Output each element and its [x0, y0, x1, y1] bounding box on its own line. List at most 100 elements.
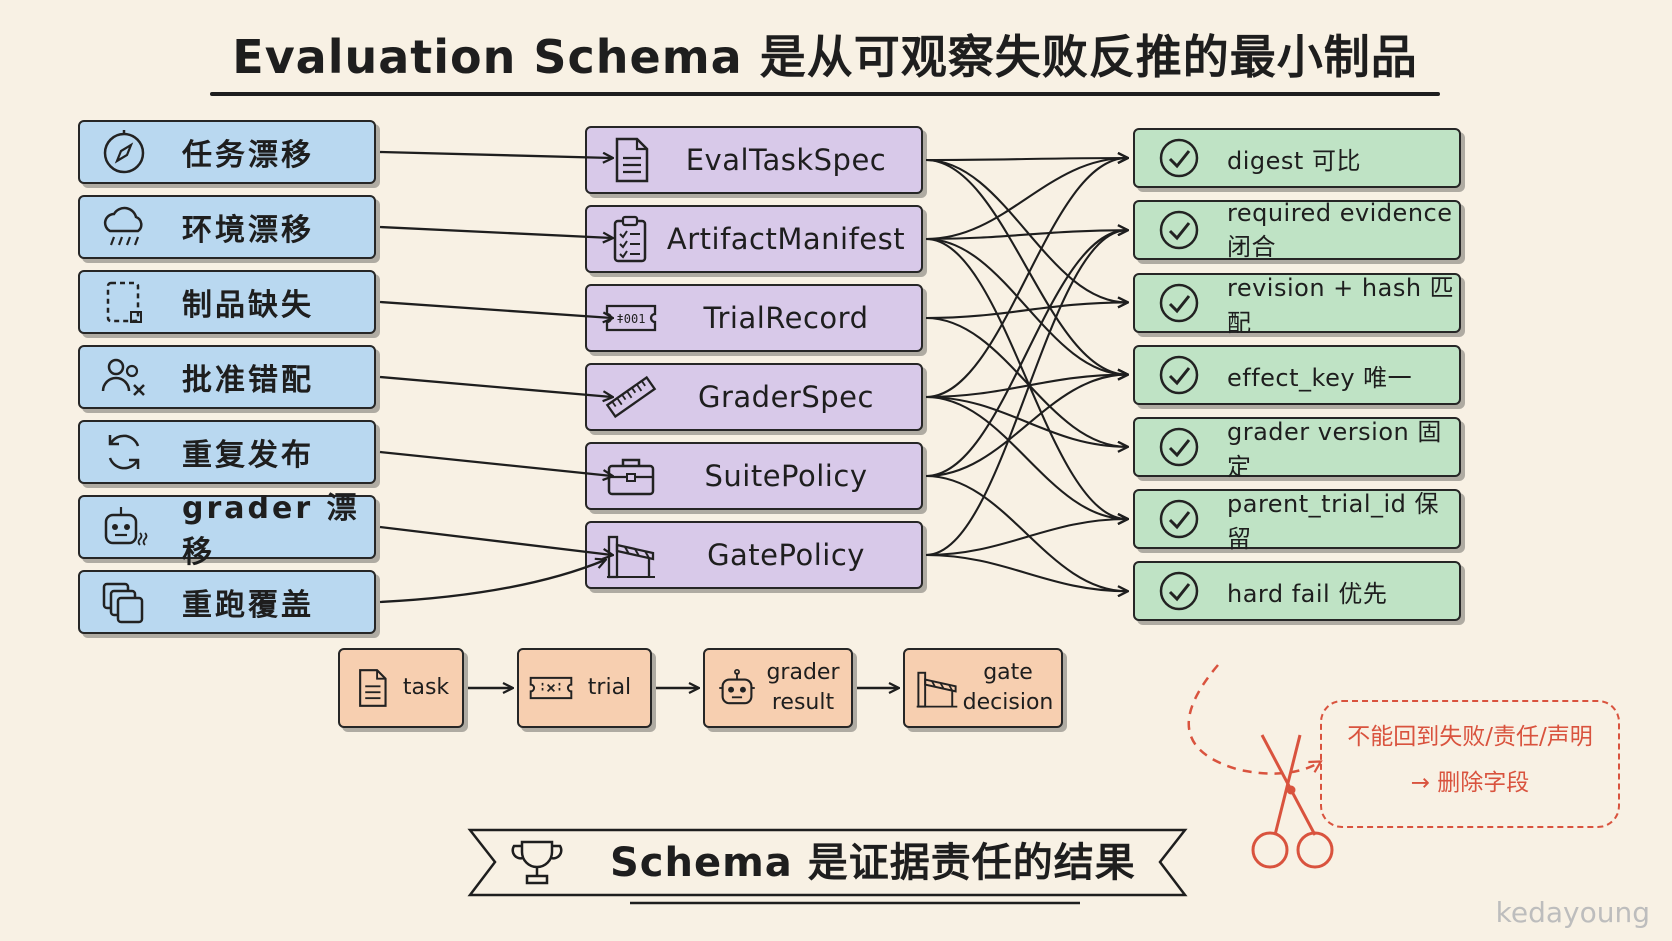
- flow-step-trial: trial: [517, 648, 652, 728]
- artifact-box-4: SuitePolicy: [585, 442, 923, 510]
- failure-box-3: 批准错配: [78, 345, 376, 409]
- connection-3-4: [925, 395, 1127, 447]
- artifact-label: EvalTaskSpec: [685, 143, 887, 177]
- guarantee-box-1: required evidence 闭合: [1133, 198, 1461, 261]
- deletion-rule-note: 不能回到失败/责任/声明 → 删除字段: [1320, 700, 1620, 828]
- scissors-cut-arrow: [1187, 664, 1320, 775]
- flow-step-line1: trial: [587, 675, 632, 700]
- arrow-failure-3: [379, 375, 612, 397]
- users-x-icon: [94, 347, 154, 407]
- banner-text: Schema 是证据责任的结果: [610, 840, 1136, 886]
- guarantee-label: effect_key 唯一: [1227, 363, 1413, 392]
- trophy-icon: [511, 840, 563, 885]
- artifact-label: ArtifactManifest: [666, 222, 906, 256]
- note-line2: → 删除字段: [1410, 770, 1530, 796]
- failure-label: 批准错配: [182, 363, 314, 398]
- arrow-failure-4: [379, 450, 612, 476]
- connection-1-3: [925, 237, 1127, 375]
- guarantee-box-5: parent_trial_id 保留: [1133, 489, 1461, 553]
- refresh-icon: [94, 422, 154, 482]
- connection-5-6: [925, 553, 1127, 591]
- artifact-label: SuitePolicy: [704, 459, 868, 493]
- compass-icon: [94, 122, 154, 182]
- arrow-failure-1: [379, 225, 612, 238]
- ticket-icon: [527, 658, 575, 718]
- failure-box-4: 重复发布: [78, 420, 376, 484]
- failure-box-2: 制品缺失: [78, 270, 376, 334]
- failure-box-1: 环境漂移: [78, 195, 376, 259]
- failure-box-0: 任务漂移: [78, 120, 376, 184]
- flow-step-line1: grader: [766, 660, 840, 685]
- connection-2-4: [925, 316, 1127, 447]
- artifact-label: TrialRecord: [703, 301, 869, 335]
- check-circle-icon: [1149, 128, 1209, 188]
- connection-1-5: [925, 237, 1127, 519]
- check-circle-icon: [1149, 345, 1209, 405]
- guarantee-label: required evidence 闭合: [1227, 198, 1453, 261]
- connection-1-1: [925, 230, 1127, 241]
- barrier-gate-icon: [601, 525, 661, 585]
- flow-step-line1: task: [402, 675, 450, 700]
- failure-label: 重跑覆盖: [182, 588, 314, 623]
- svg-text:ǂ001: ǂ001: [617, 312, 646, 326]
- guarantee-box-0: digest 可比: [1133, 128, 1461, 188]
- title-underline: [210, 92, 1440, 96]
- guarantee-label: parent_trial_id 保留: [1227, 490, 1440, 553]
- flow-step-line2: decision: [962, 690, 1054, 715]
- flow-step-line1: gate: [983, 660, 1033, 685]
- check-circle-icon: [1149, 561, 1209, 621]
- robot-icon: [713, 658, 761, 718]
- watermark: kedayoung: [1495, 896, 1650, 929]
- connection-4-6: [925, 474, 1127, 591]
- ticket-001-icon: ǂ001: [601, 288, 661, 348]
- check-circle-icon: [1149, 273, 1209, 333]
- failure-arrows: [379, 150, 612, 604]
- check-circle-icon: [1149, 489, 1209, 549]
- connection-2-2: [925, 302, 1127, 320]
- guarantee-box-3: effect_key 唯一: [1133, 345, 1461, 405]
- note-line1: 不能回到失败/责任/声明: [1347, 724, 1593, 750]
- document-icon: [601, 130, 661, 190]
- page-title: Evaluation Schema 是从可观察失败反推的最小制品: [232, 30, 1418, 84]
- artifact-box-2: ǂ001 TrialRecord: [585, 284, 923, 352]
- failure-box-5: grader 漂移: [78, 491, 376, 570]
- toolbox-icon: [601, 446, 661, 506]
- connection-1-0: [925, 158, 1127, 241]
- connection-0-2: [925, 158, 1127, 302]
- check-circle-icon: [1149, 417, 1209, 477]
- arrow-failure-6: [379, 560, 605, 604]
- flow-step-task: task: [338, 648, 464, 728]
- guarantee-label: digest 可比: [1227, 146, 1361, 175]
- robot-icon: [94, 497, 154, 557]
- connection-5-5: [925, 519, 1127, 557]
- connection-3-5: [925, 395, 1127, 519]
- ruler-icon: [601, 367, 661, 427]
- flow-step-gate-decision: gate decision: [903, 648, 1063, 728]
- connection-0-0: [925, 158, 1127, 160]
- guarantee-label: revision + hash 匹配: [1227, 274, 1455, 337]
- document-icon: [348, 658, 396, 718]
- guarantee-box-6: hard fail 优先: [1133, 561, 1461, 621]
- guarantee-box-2: revision + hash 匹配: [1133, 273, 1461, 337]
- connection-4-1: [925, 230, 1127, 478]
- failure-label: grader 漂移: [182, 491, 360, 570]
- artifact-box-5: GatePolicy: [585, 521, 923, 589]
- connection-0-3: [925, 158, 1127, 375]
- guarantee-connections: [925, 158, 1127, 591]
- dashed-document-icon: [94, 272, 154, 332]
- arrow-failure-5: [379, 525, 612, 555]
- artifact-box-1: ArtifactManifest: [585, 205, 923, 273]
- connection-5-1: [925, 230, 1127, 557]
- guarantee-label: grader version 固定: [1227, 418, 1442, 481]
- arrow-failure-0: [379, 150, 612, 158]
- rain-cloud-icon: [94, 197, 154, 257]
- arrow-failure-2: [379, 300, 612, 318]
- connection-3-0: [925, 158, 1127, 399]
- connection-4-3: [925, 375, 1127, 478]
- failure-label: 重复发布: [182, 438, 314, 473]
- failure-label: 环境漂移: [182, 213, 314, 248]
- barrier-gate-icon: [913, 658, 961, 718]
- failure-label: 任务漂移: [182, 138, 314, 173]
- failure-label: 制品缺失: [182, 288, 314, 323]
